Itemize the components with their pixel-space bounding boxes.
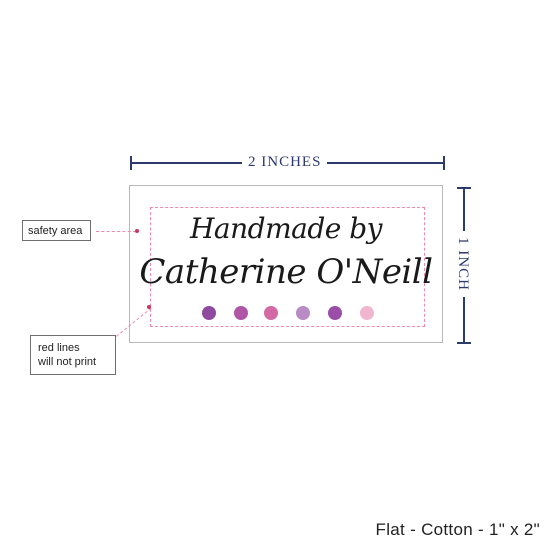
height-label: 1 INCH [455, 231, 471, 297]
width-tick-right [443, 156, 445, 170]
safety-area-text: safety area [28, 225, 83, 237]
label-line-1: Handmade by [190, 212, 382, 245]
dot-4 [296, 306, 310, 320]
dot-row [200, 306, 378, 322]
safety-area-callout: safety area [22, 220, 91, 241]
red-lines-text-1: red lines [38, 342, 80, 354]
height-tick-bottom [457, 342, 471, 344]
safety-pin [135, 229, 139, 233]
label-line-2: Catherine O'Neill [139, 252, 433, 292]
dot-5 [328, 306, 342, 320]
label-preview: Handmade by Catherine O'Neill [129, 185, 443, 343]
safety-connector [96, 231, 136, 232]
red-lines-callout: red lines will not print [30, 335, 116, 375]
dot-3 [264, 306, 278, 320]
product-spec-caption: Flat - Cotton - 1" x 2" [375, 520, 540, 539]
dot-1 [202, 306, 216, 320]
red-lines-pin [147, 305, 151, 309]
dot-6 [360, 306, 374, 320]
dot-2 [234, 306, 248, 320]
safety-area-border [150, 207, 425, 327]
red-lines-text-2: will not print [38, 356, 97, 368]
width-label: 2 INCHES [242, 154, 328, 170]
